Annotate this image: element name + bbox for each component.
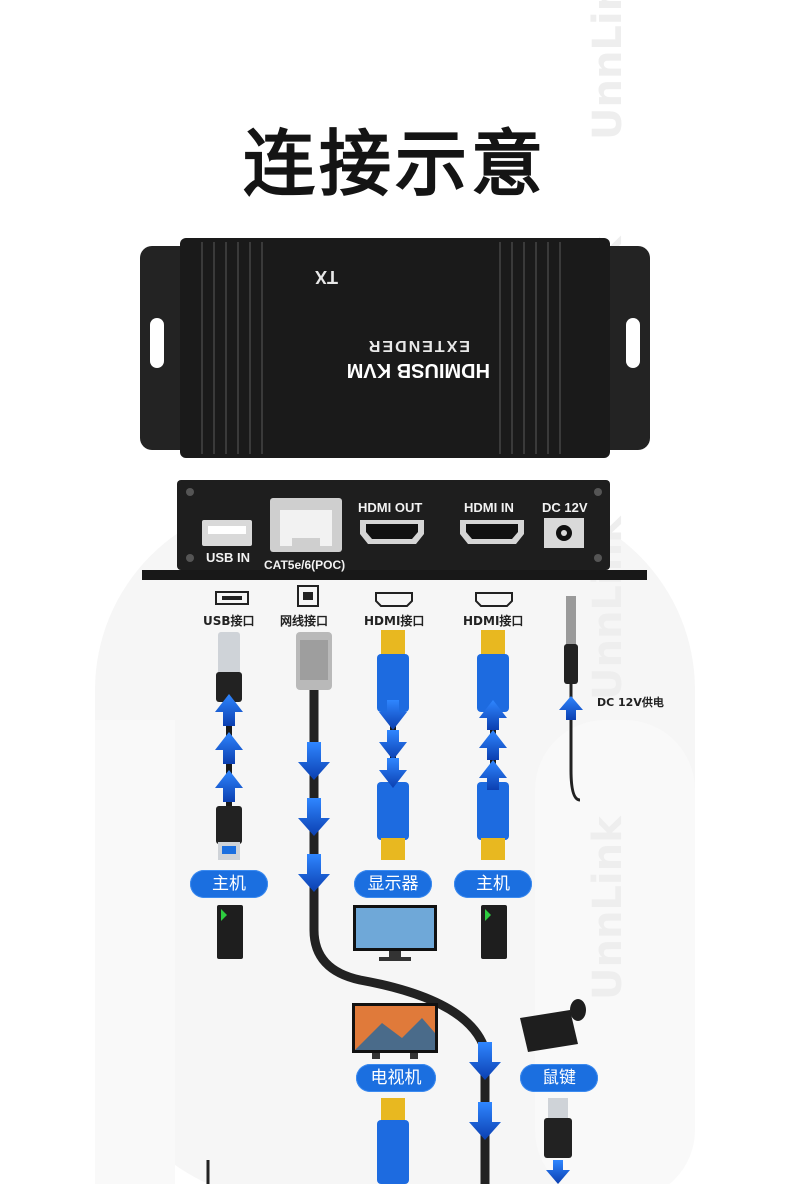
keyboard-mouse-icon bbox=[520, 999, 586, 1052]
pc-tower-icon bbox=[217, 905, 243, 959]
tv-pill: 电视机 bbox=[356, 1064, 436, 1092]
monitor-pill: 显示器 bbox=[354, 870, 432, 898]
extender-top-view bbox=[140, 238, 650, 458]
page-title: 连接示意 bbox=[242, 122, 547, 206]
dc-power-label: DC 12V供电 bbox=[597, 696, 664, 709]
ethernet-port-icon bbox=[297, 585, 319, 607]
hdmi-interface-label-1: HDMI接口 bbox=[364, 614, 425, 628]
pc-tower-icon bbox=[481, 905, 507, 959]
hdmi-interface-label-2: HDMI接口 bbox=[463, 614, 524, 628]
hdmi-port-icon bbox=[375, 592, 413, 607]
monitor-icon bbox=[353, 905, 437, 961]
host-1-pill: 主机 bbox=[190, 870, 268, 898]
hdmi-out-label: HDMI OUT bbox=[358, 500, 423, 515]
hdmi-in-label: HDMI IN bbox=[464, 500, 514, 515]
cat-label: CAT5e/6(POC) bbox=[264, 558, 346, 572]
tv-icon bbox=[352, 1003, 438, 1059]
usb-interface-label: USB接口 bbox=[203, 614, 255, 628]
dc-label: DC 12V bbox=[542, 500, 588, 515]
keyboard-mouse-pill: 鼠键 bbox=[520, 1064, 598, 1092]
hdmi-port-icon bbox=[475, 592, 513, 607]
extender-front-panel bbox=[142, 480, 647, 580]
host-2-pill: 主机 bbox=[454, 870, 532, 898]
usb-port-icon bbox=[215, 591, 249, 605]
net-interface-label: 网线接口 bbox=[280, 614, 329, 628]
usb-in-label: USB IN bbox=[206, 550, 251, 565]
